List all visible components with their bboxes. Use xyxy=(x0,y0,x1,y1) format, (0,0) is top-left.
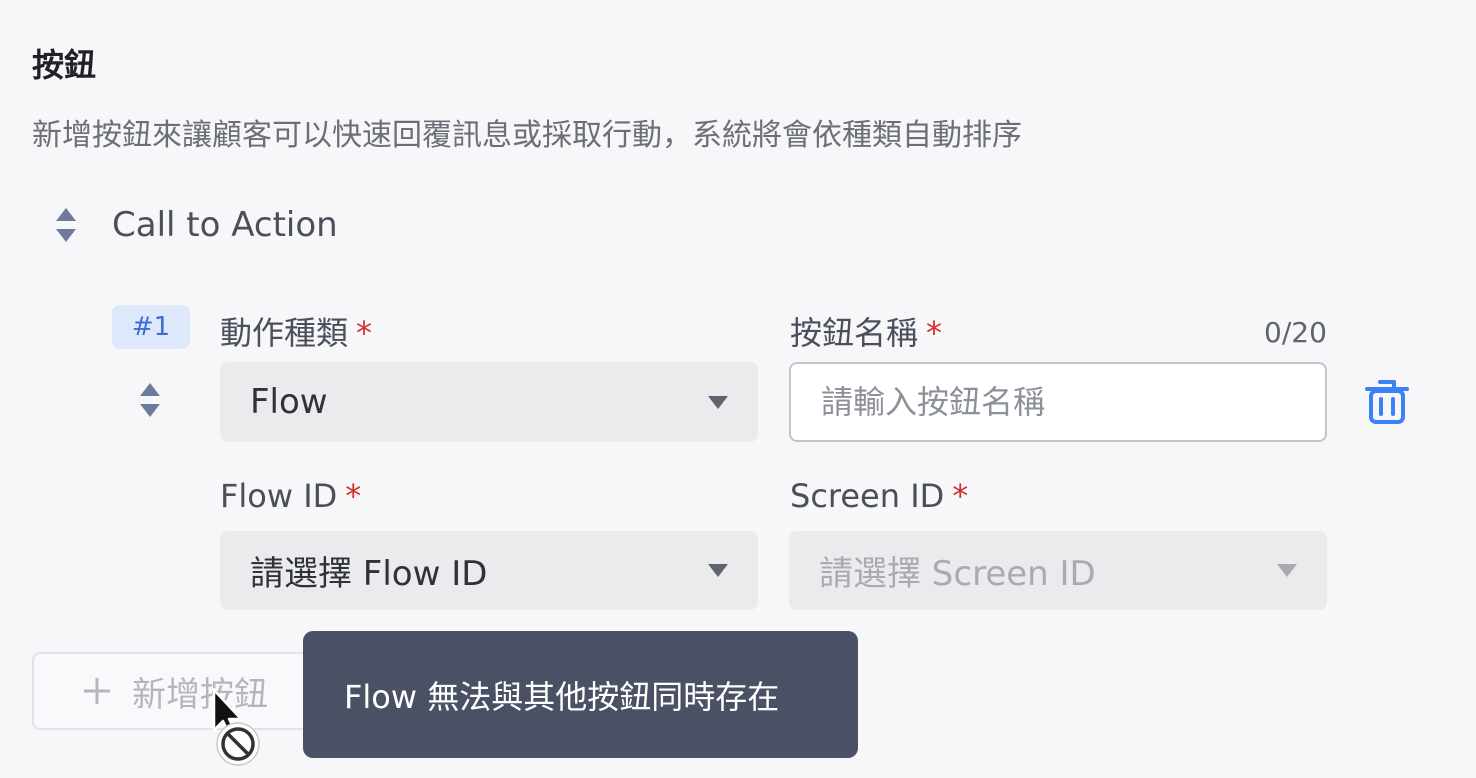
caret-down-icon xyxy=(708,564,728,577)
group-sort-handle[interactable] xyxy=(56,208,76,242)
action-type-label: 動作種類* xyxy=(220,308,372,354)
section-title: 按鈕 xyxy=(32,46,97,84)
tooltip-text: Flow 無法與其他按鈕同時存在 xyxy=(344,677,780,716)
not-allowed-cursor-icon xyxy=(212,688,260,766)
screen-id-placeholder: 請選擇 Screen ID xyxy=(819,554,1096,594)
caret-down-icon xyxy=(708,395,728,409)
flow-id-select[interactable]: 請選擇 Flow ID xyxy=(220,531,758,610)
required-mark: * xyxy=(952,477,969,515)
item-index-badge: #1 xyxy=(112,305,190,349)
required-mark: * xyxy=(345,477,362,515)
button-name-input[interactable] xyxy=(789,362,1327,442)
group-title: Call to Action xyxy=(112,205,338,245)
action-type-select[interactable]: Flow xyxy=(220,362,758,442)
add-button[interactable]: 新增按鈕 xyxy=(32,652,322,730)
required-mark: * xyxy=(926,314,943,352)
tooltip: Flow 無法與其他按鈕同時存在 xyxy=(303,631,858,758)
screen-id-label: Screen ID* xyxy=(790,477,968,515)
required-mark: * xyxy=(356,314,373,352)
item-sort-handle[interactable] xyxy=(140,383,160,417)
section-description: 新增按鈕來讓顧客可以快速回覆訊息或採取行動，系統將會依種類自動排序 xyxy=(32,118,1022,153)
flow-id-label: Flow ID* xyxy=(220,477,361,515)
button-name-label: 按鈕名稱* xyxy=(790,308,942,354)
sort-down-icon xyxy=(56,229,76,242)
plus-icon xyxy=(84,678,110,704)
screen-id-label-text: Screen ID xyxy=(790,477,945,515)
button-name-counter: 0/20 xyxy=(1264,316,1327,349)
sort-up-icon xyxy=(140,383,160,396)
add-button-label: 新增按鈕 xyxy=(132,674,268,715)
sort-up-icon xyxy=(56,208,76,221)
flow-id-placeholder: 請選擇 Flow ID xyxy=(250,554,488,594)
flow-id-label-text: Flow ID xyxy=(220,477,338,515)
caret-down-icon xyxy=(1277,564,1297,577)
screen-id-select: 請選擇 Screen ID xyxy=(789,531,1327,610)
button-name-label-text: 按鈕名稱 xyxy=(790,314,919,352)
delete-button[interactable] xyxy=(1364,378,1410,426)
action-type-value: Flow xyxy=(250,382,328,422)
action-type-label-text: 動作種類 xyxy=(220,314,349,352)
trash-icon xyxy=(1365,380,1409,424)
sort-down-icon xyxy=(140,404,160,417)
